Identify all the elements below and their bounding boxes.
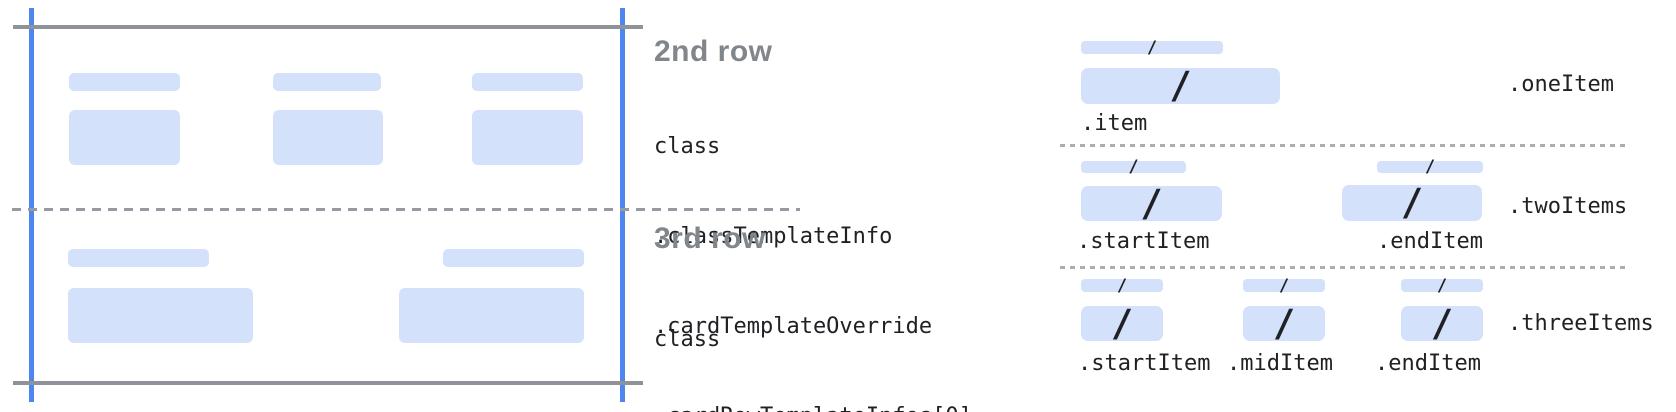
field-value-placeholder xyxy=(472,110,583,165)
three-items-group-label: .threeItems xyxy=(1508,311,1654,336)
field-value-placeholder xyxy=(69,110,180,165)
row-divider-dashed-line xyxy=(12,208,800,211)
start-item-label: .startItem xyxy=(1077,229,1210,254)
start-item-label: .startItem xyxy=(1078,351,1211,376)
code-line: .classTemplateInfo xyxy=(654,224,893,249)
three-items-start-label-bar: / xyxy=(1081,277,1163,294)
end-item-label: .endItem xyxy=(1377,229,1483,254)
mid-item-label: .midItem xyxy=(1227,351,1333,376)
two-items-start-value-bar: / xyxy=(1081,185,1222,222)
field-value-placeholder xyxy=(399,288,584,343)
card-bottom-edge xyxy=(13,381,643,385)
code-line: class xyxy=(654,327,721,352)
code-line: .cardTemplateOverride xyxy=(654,314,933,339)
field-value-placeholder xyxy=(273,110,383,165)
field-label-placeholder xyxy=(273,73,381,91)
three-items-mid-value-bar: / xyxy=(1243,305,1325,342)
card-top-edge xyxy=(13,25,643,29)
field-value-placeholder xyxy=(68,288,253,343)
three-items-end-label-bar: / xyxy=(1401,277,1483,294)
field-label-placeholder xyxy=(69,73,180,91)
field-label-placeholder xyxy=(68,249,209,267)
two-items-end-label-bar: / xyxy=(1377,159,1483,176)
three-items-mid-label-bar: / xyxy=(1243,277,1325,294)
third-row-code: class .classTemplateInfo .cardTemplateOv… xyxy=(654,265,972,412)
code-line: class xyxy=(654,134,721,159)
end-item-label: .endItem xyxy=(1375,351,1481,376)
three-items-end-value-bar: / xyxy=(1401,305,1483,342)
second-row-title: 2nd row xyxy=(654,35,773,68)
section-divider-dotted-line xyxy=(1060,144,1630,147)
left-margin-line xyxy=(29,8,34,402)
two-items-start-label-bar: / xyxy=(1081,159,1186,176)
two-items-end-value-bar: / xyxy=(1342,184,1482,221)
one-item-value-bar: / xyxy=(1081,67,1280,104)
three-items-start-value-bar: / xyxy=(1081,305,1163,342)
one-item-group-label: .oneItem xyxy=(1508,72,1614,97)
third-row-title: 3rd row xyxy=(654,222,766,255)
code-line: .cardRowTemplateInfos[0] xyxy=(654,402,972,412)
section-divider-dotted-line xyxy=(1060,266,1630,269)
field-label-placeholder xyxy=(472,73,583,91)
item-label: .item xyxy=(1081,111,1148,136)
two-items-group-label: .twoItems xyxy=(1508,194,1628,219)
right-margin-line xyxy=(620,8,625,402)
one-item-label-bar: / xyxy=(1081,39,1223,56)
field-label-placeholder xyxy=(443,249,584,267)
second-row-code: class .classTemplateInfo .cardTemplateOv… xyxy=(654,72,972,412)
